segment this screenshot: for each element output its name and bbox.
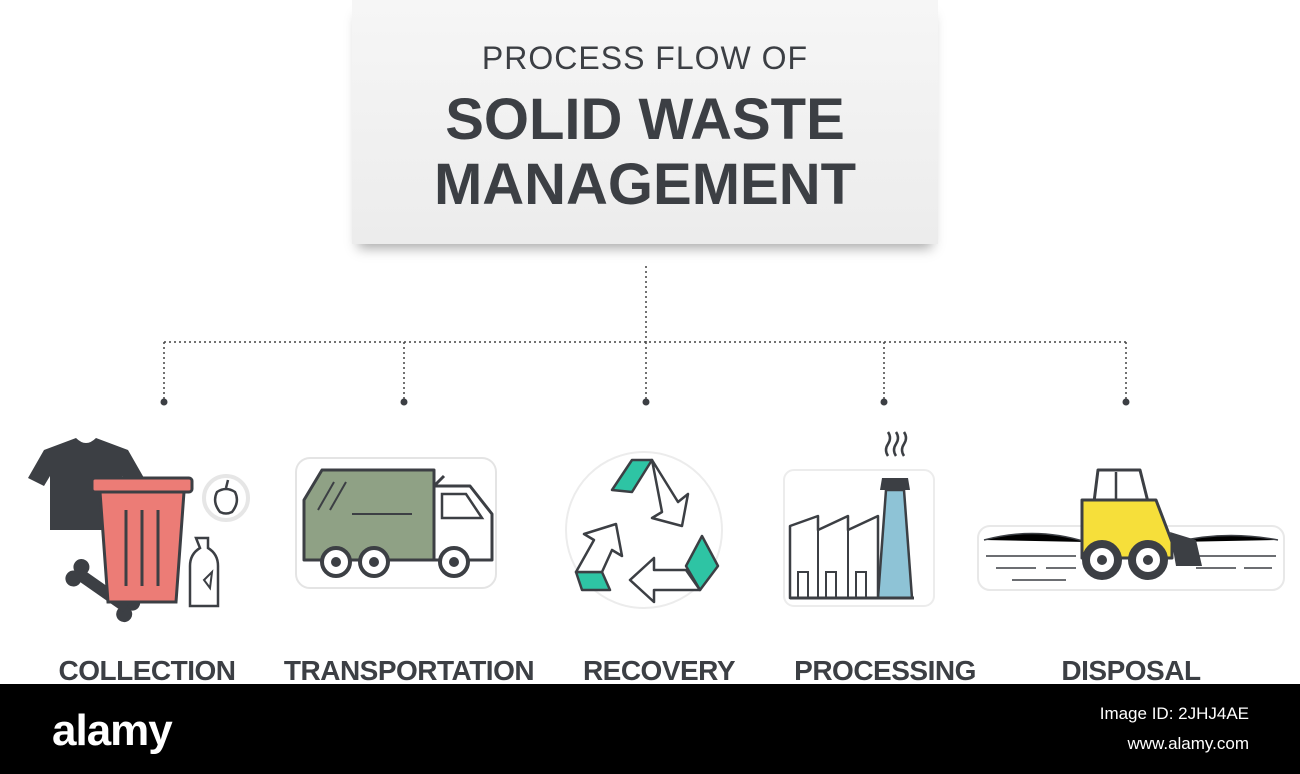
trash-bin-icon [25, 435, 250, 623]
garbage-truck-icon [295, 457, 497, 589]
watermark-bar: alamy Image ID: 2JHJ4AE www.alamy.com [0, 684, 1300, 774]
title-line-2: MANAGEMENT [433, 152, 857, 217]
recycle-icon [565, 451, 723, 609]
step-transportation [274, 430, 534, 630]
step-label-processing: PROCESSING [794, 655, 976, 686]
step-label-transportation: TRANSPORTATION [283, 655, 535, 686]
factory-icon [783, 431, 935, 607]
bulldozer-icon [977, 468, 1285, 591]
step-recovery [514, 430, 774, 630]
connector-dot [642, 398, 650, 406]
step-label-collection: COLLECTION [58, 655, 237, 686]
watermark-logo: alamy [52, 706, 173, 755]
step-label-disposal: DISPOSAL [1061, 655, 1201, 686]
site-url-text: www.alamy.com [1127, 734, 1249, 753]
step-disposal [976, 430, 1286, 630]
step-processing [754, 430, 1014, 630]
step-label-recovery: RECOVERY [582, 655, 736, 686]
title-prefix: PROCESS FLOW OF [481, 40, 809, 76]
connector-dot [160, 398, 168, 406]
image-id-text: Image ID: 2JHJ4AE [1099, 704, 1249, 723]
connector-dot [880, 398, 888, 406]
title-card: PROCESS FLOW OF SOLID WASTE MANAGEMENT [352, 0, 938, 244]
connector-lines [160, 266, 1130, 406]
step-collection [14, 430, 274, 630]
title-line-1: SOLID WASTE [445, 87, 845, 152]
connector-dot [1122, 398, 1130, 406]
connector-dot [400, 398, 408, 406]
